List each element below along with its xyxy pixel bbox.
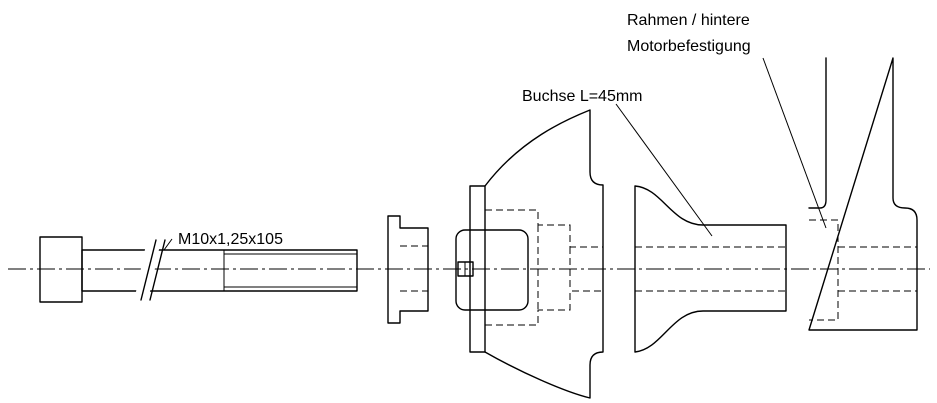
bolt-label-leader	[163, 238, 173, 251]
bolt-shank	[81, 249, 358, 292]
bushing	[615, 103, 787, 353]
bolt-break-mark-right	[149, 239, 166, 301]
hub-insert	[455, 229, 529, 311]
bolt-label: M10x1,25x105	[178, 231, 283, 248]
bushing-label: Buchse L=45mm	[522, 88, 643, 105]
bolt-break-gap	[135, 249, 160, 292]
frame-label-leader	[762, 57, 827, 229]
frame-mount	[762, 57, 918, 331]
frame-label-line2: Motorbefestigung	[627, 38, 751, 55]
bolt	[39, 236, 358, 303]
wheel-hub	[455, 109, 604, 399]
spacer-collar	[387, 215, 429, 324]
bushing-label-leader	[615, 103, 713, 237]
bolt-break-mark-left	[140, 239, 157, 301]
frame-label-line1: Rahmen / hintere	[627, 12, 750, 29]
